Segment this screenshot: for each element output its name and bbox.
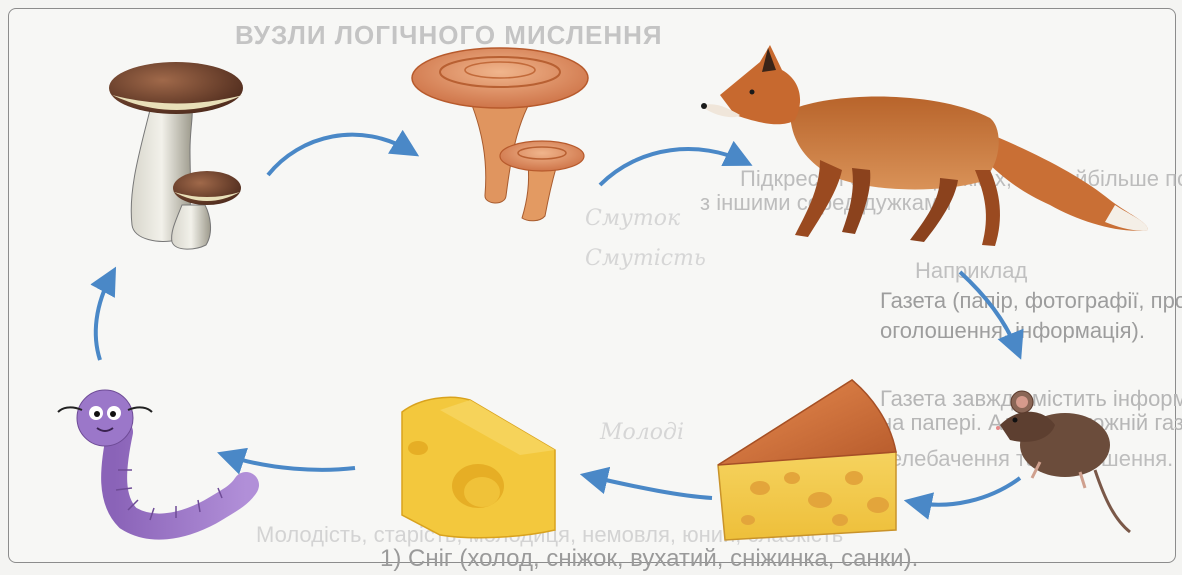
arrow-fox-to-mouse (960, 272, 1018, 352)
arrow-worm-to-mushroom (96, 274, 112, 360)
mouse-icon (996, 391, 1130, 532)
arrow-mushroom-to-milkcap (268, 135, 412, 175)
arrow-cheese-to-cheese-piece (588, 476, 712, 498)
cheese-wedge-icon (718, 380, 896, 540)
saffron-milk-cap-icon (412, 48, 588, 221)
arrow-milkcap-to-fox (600, 149, 745, 185)
porcini-mushroom-icon (109, 62, 243, 249)
arrow-mouse-to-cheese (912, 478, 1020, 505)
fox-icon (701, 45, 1148, 246)
cheese-piece-icon (402, 397, 555, 537)
worm-icon (58, 390, 246, 527)
arrow-cheese-piece-to-worm (225, 455, 355, 470)
